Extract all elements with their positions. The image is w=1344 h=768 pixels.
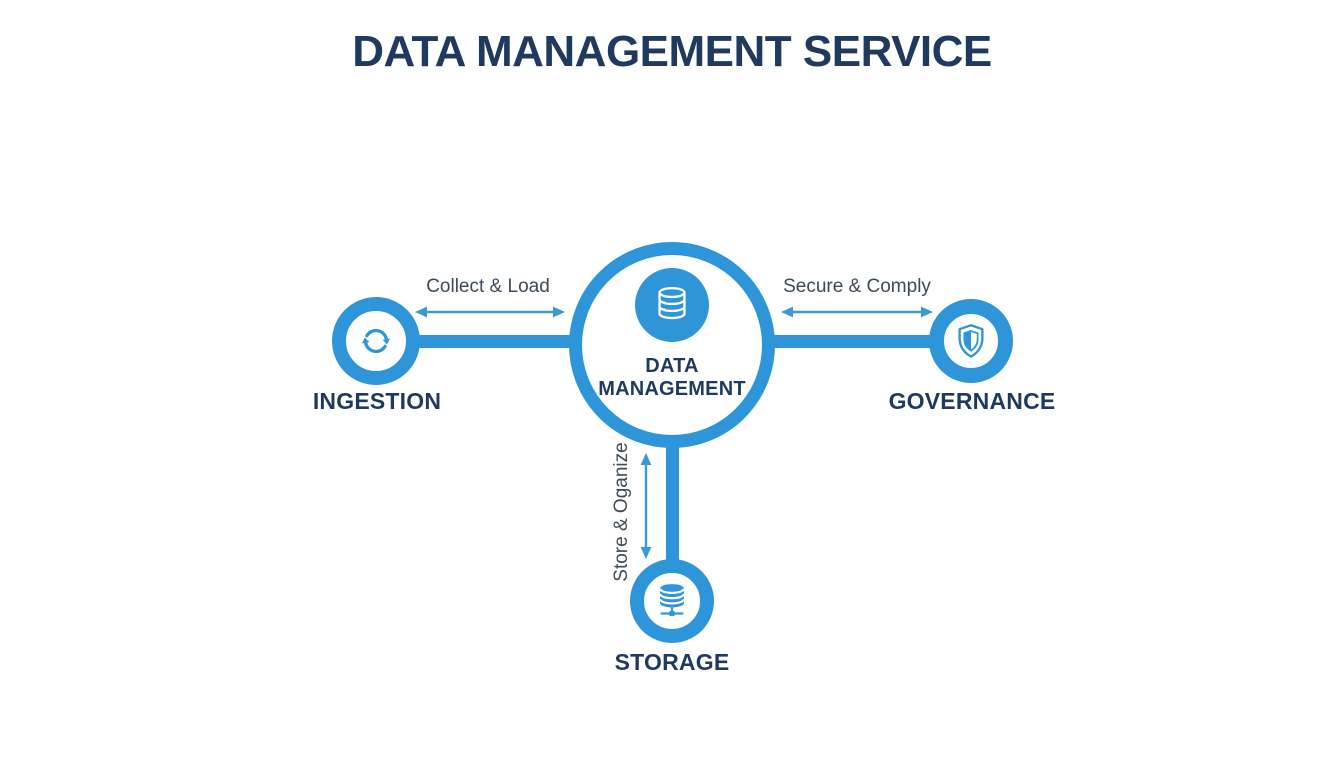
hub-label-line1: DATA — [645, 355, 699, 377]
node-label-storage: STORAGE — [614, 649, 730, 675]
database-stack-icon — [658, 584, 686, 616]
connection-label-collect-load: Collect & Load — [426, 276, 550, 297]
connector-hub-governance — [768, 335, 935, 348]
connector-hub-storage — [666, 444, 679, 566]
sync-icon — [361, 328, 391, 354]
database-icon — [635, 268, 709, 342]
node-storage — [630, 559, 714, 643]
connector-hub-ingestion — [414, 335, 576, 348]
node-label-ingestion: INGESTION — [312, 388, 442, 414]
connection-label-store-organize: Store & Oganize — [611, 442, 632, 582]
node-governance — [929, 299, 1013, 383]
node-ingestion — [332, 297, 420, 385]
double-arrow-secure-comply — [781, 306, 933, 318]
hub-label: DATA MANAGEMENT — [582, 355, 762, 401]
node-label-governance: GOVERNANCE — [888, 388, 1056, 414]
shield-icon — [958, 324, 984, 358]
double-arrow-collect-load — [415, 306, 565, 318]
hub-data-management: DATA MANAGEMENT — [569, 242, 775, 448]
hub-label-line2: MANAGEMENT — [598, 378, 746, 400]
connection-label-secure-comply: Secure & Comply — [783, 276, 931, 297]
page-title: DATA MANAGEMENT SERVICE — [352, 27, 992, 76]
double-arrow-store-organize — [640, 453, 652, 559]
